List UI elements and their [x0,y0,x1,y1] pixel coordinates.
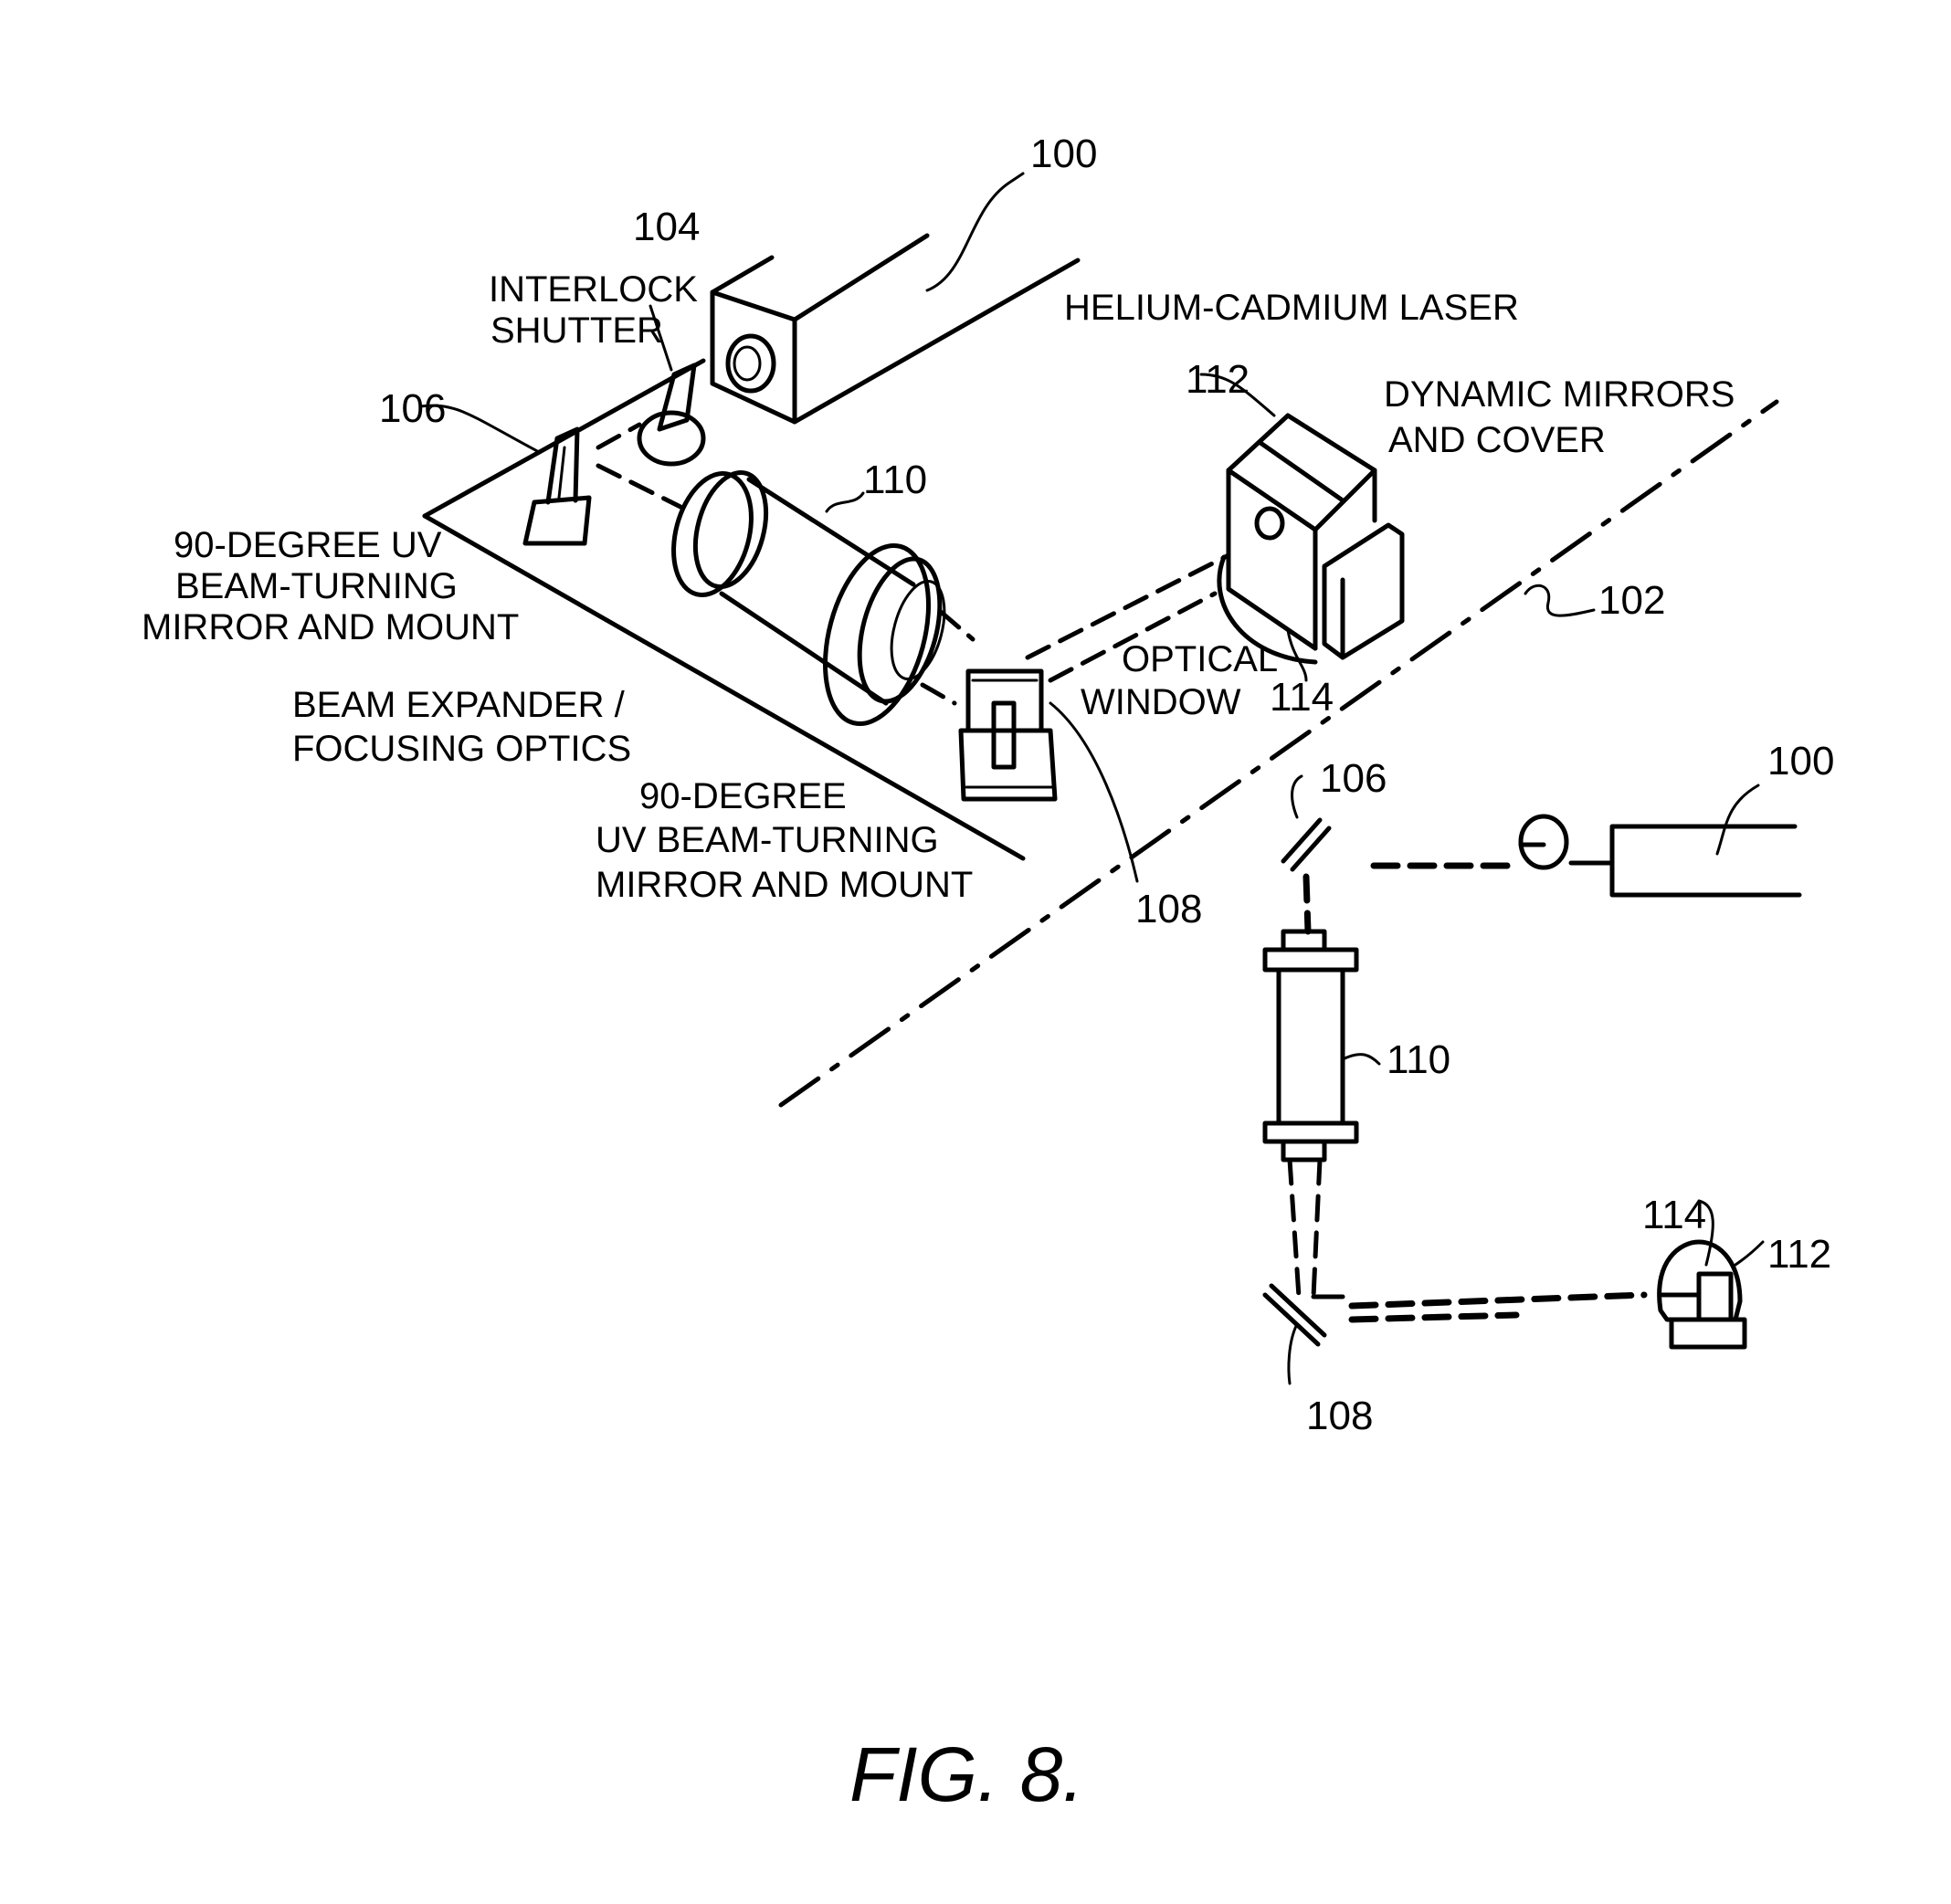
leader-100 [927,174,1023,290]
schematic-label-108: 108 [1306,1394,1373,1438]
schematic-label-110: 110 [1387,1037,1450,1082]
helium-cadmium-laser [712,174,1078,422]
schematic-beam [1313,1160,1320,1297]
leader-100-schematic [1717,785,1758,854]
label-108: 108 [1135,887,1202,931]
mirror1-desc-label-1: 90-DEGREE UV [174,525,442,565]
leader-102 [1525,585,1594,615]
leader-106-schematic [1292,776,1302,817]
leader-108-schematic [1289,1324,1297,1383]
label-110: 110 [863,458,927,502]
beam-segment [598,425,639,447]
beam-segment [598,466,680,507]
label-104: 104 [633,205,700,249]
schematic-label-114: 114 [1642,1193,1706,1237]
figure-caption: FIG. 8. [849,1731,1084,1817]
schematic-beam [1306,877,1308,931]
label-106: 106 [379,386,446,431]
expander-desc-label-1: BEAM EXPANDER / [292,685,626,725]
schematic-view: 106 100 110 114 112 108 [1265,739,1834,1438]
schematic-beam [1290,1160,1299,1297]
beam-segment [941,612,973,639]
dynamic-mirrors-label-2: AND COVER [1388,420,1606,460]
perspective-view: 100 104 INTERLOCK SHUTTER HELIUM-CADMIUM… [142,131,1777,1105]
beam-segment [923,685,954,703]
leader-110-schematic [1343,1055,1379,1064]
dynamic-mirrors-112 [1201,374,1402,680]
optical-window-label-2: WINDOW [1081,682,1241,722]
schematic-label-106: 106 [1320,756,1387,801]
mirror1-desc-label-2: BEAM-TURNING [175,566,458,606]
mirror2-desc-label-3: MIRROR AND MOUNT [596,865,973,905]
label-112: 112 [1186,357,1250,402]
schematic-expander-110 [1265,931,1379,1160]
helium-cadmium-laser-label: HELIUM-CADMIUM LASER [1064,288,1519,328]
optical-window-label-1: OPTICAL [1122,639,1278,679]
label-102: 102 [1598,578,1665,623]
interlock-shutter-label-2: SHUTTER [490,310,663,351]
schematic-label-112: 112 [1767,1232,1831,1277]
leader-108 [1050,703,1137,881]
interlock-shutter-label-1: INTERLOCK [489,269,698,310]
label-114: 114 [1270,675,1334,720]
leader-110 [827,493,863,511]
mirror2-desc-label-2: UV BEAM-TURNING [596,820,939,860]
dynamic-mirrors-label-1: DYNAMIC MIRRORS [1384,374,1735,415]
schematic-beam [1352,1295,1644,1306]
schematic-mirror-108 [1265,1286,1324,1383]
expander-desc-label-2: FOCUSING OPTICS [292,729,631,769]
schematic-laser-100 [1521,785,1799,895]
label-100: 100 [1030,131,1097,176]
schematic-label-100: 100 [1767,739,1834,784]
beam-expander-110 [661,465,954,735]
mirror1-desc-label-3: MIRROR AND MOUNT [142,607,519,647]
leader-112-schematic [1735,1242,1763,1265]
mirror2-desc-label-1: 90-DEGREE [639,776,847,816]
schematic-beam [1352,1315,1516,1320]
